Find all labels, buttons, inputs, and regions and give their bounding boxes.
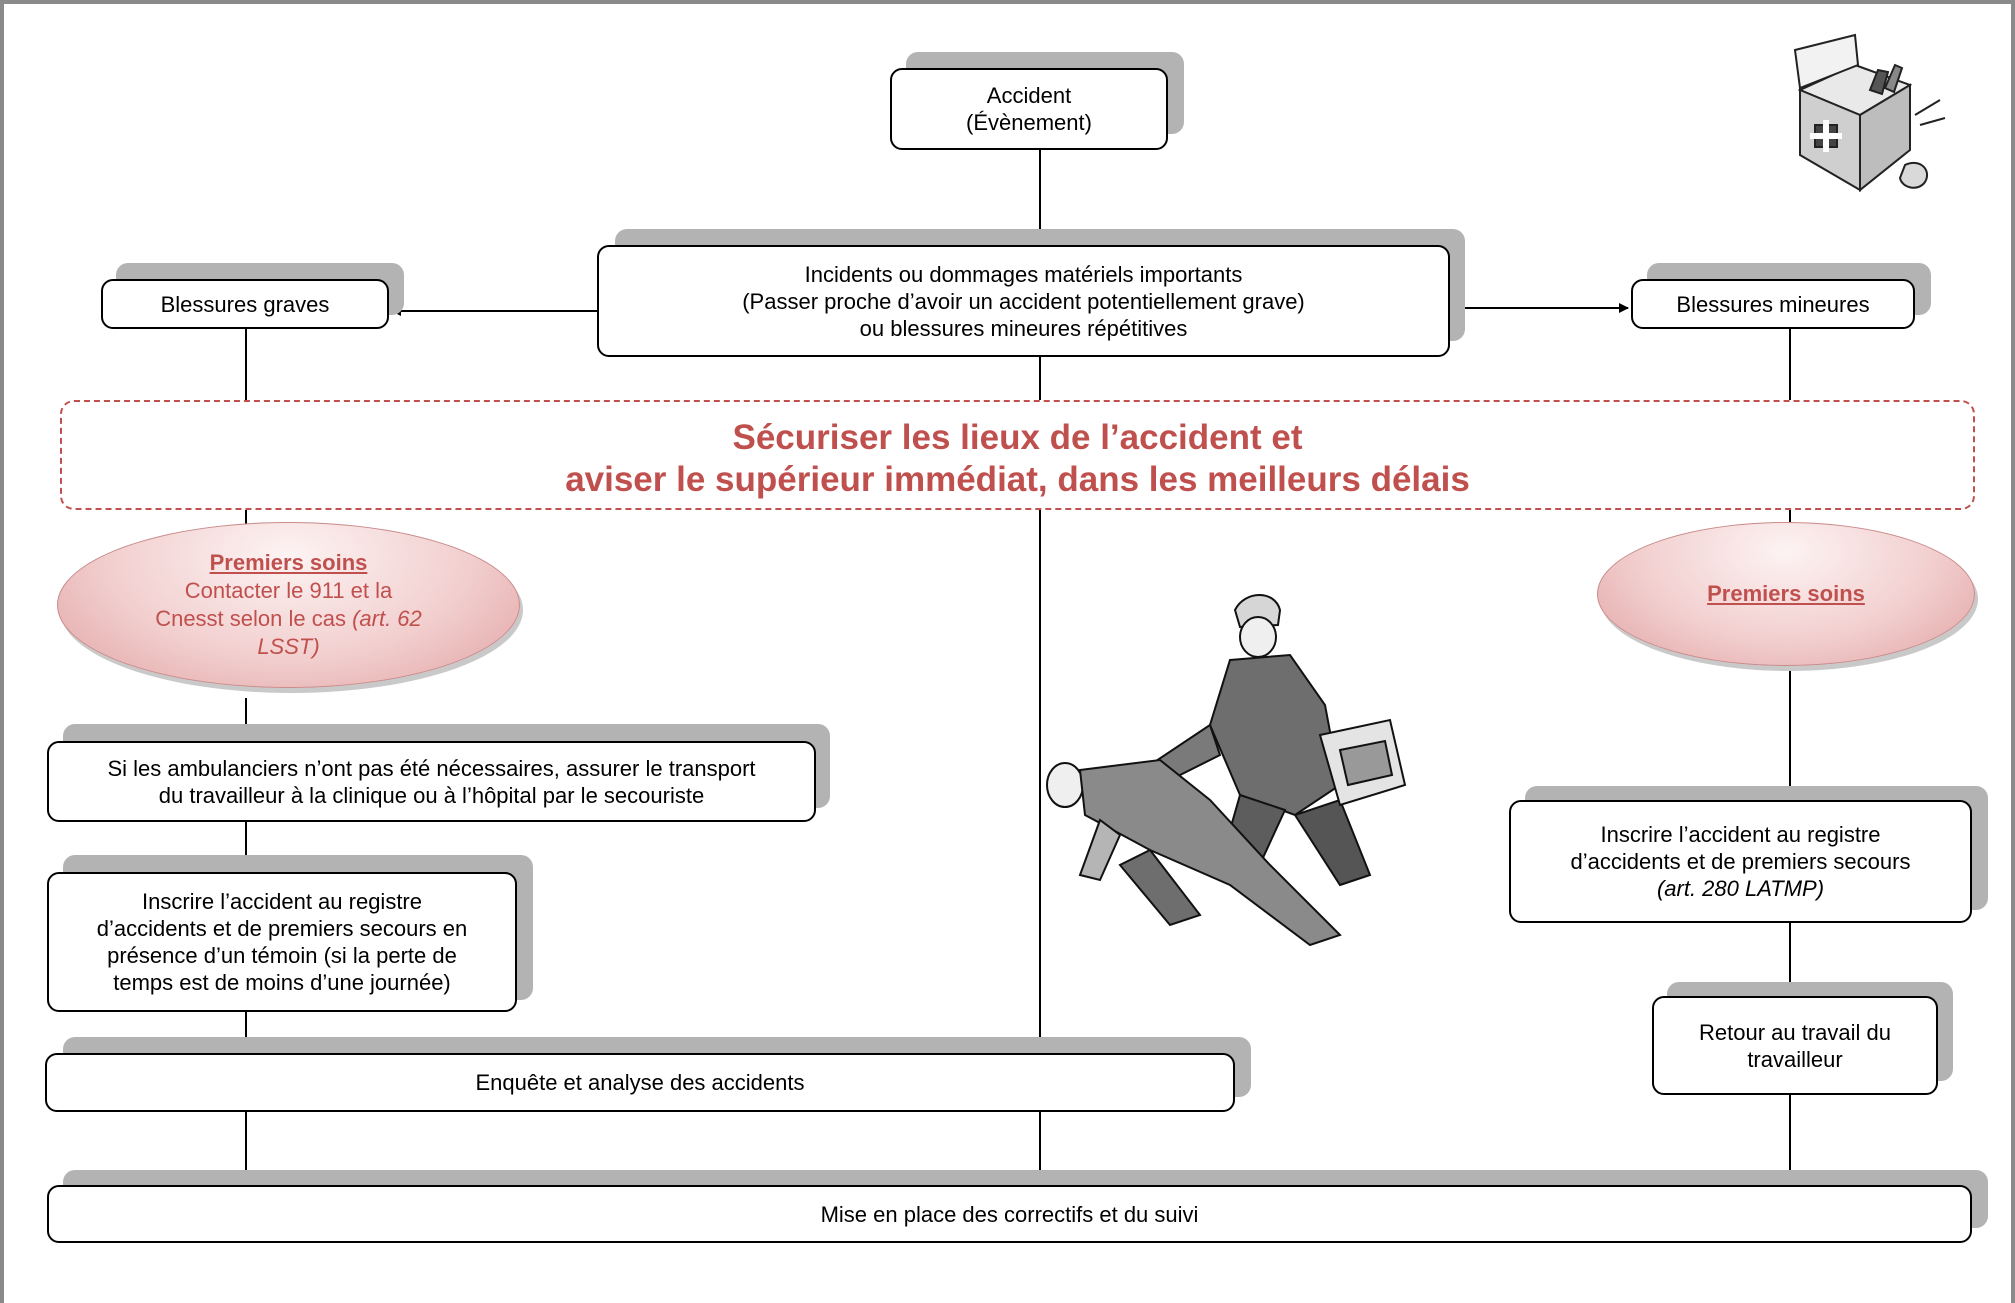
- ellipse-left-line-2: Cnesst selon le cas (art. 62: [155, 605, 422, 633]
- frame-left-border: [0, 0, 4, 1303]
- retour-line-1: Retour au travail du: [1699, 1019, 1891, 1045]
- accident-label: Accident: [986, 83, 1072, 108]
- premiers-soins-ellipse-left: Premiers soins Contacter le 911 et la Cn…: [57, 522, 520, 688]
- premiers-soins-title-right: Premiers soins: [1707, 581, 1865, 606]
- transport-box: Si les ambulanciers n’ont pas été nécess…: [47, 741, 816, 822]
- registre-left-box: Inscrire l’accident au registre d’accide…: [47, 872, 517, 1012]
- banner-line-1: Sécuriser les lieux de l’accident et: [732, 418, 1303, 457]
- mise-en-place-label: Mise en place des correctifs et du suivi: [820, 1201, 1199, 1227]
- registre-left-line-2: d’accidents et de premiers secours en: [96, 916, 468, 941]
- first-aid-kit-icon: [1793, 33, 1946, 193]
- retour-line-2: travailleur: [1747, 1046, 1843, 1072]
- incidents-line-2: (Passer proche d’avoir un accident poten…: [742, 288, 1305, 314]
- transport-line-1: Si les ambulanciers n’ont pas été nécess…: [107, 755, 756, 781]
- ellipse-left-line-3: LSST): [257, 634, 320, 659]
- first-aid-rescue-illustration: [1046, 594, 1407, 947]
- blessures-graves-box: Blessures graves: [101, 279, 389, 329]
- registre-left-line-1: Inscrire l’accident au registre: [141, 889, 422, 914]
- mise-en-place-box: Mise en place des correctifs et du suivi: [47, 1185, 1972, 1243]
- blessures-mineures-label: Blessures mineures: [1676, 291, 1870, 317]
- incidents-line-3: ou blessures mineures répétitives: [859, 315, 1188, 341]
- frame-top-border-right: [1010, 0, 2015, 4]
- registre-left-line-4: temps est de moins d’une journée): [113, 970, 451, 995]
- blessures-mineures-box: Blessures mineures: [1631, 279, 1915, 329]
- accident-box: Accident (Évènement): [890, 68, 1168, 150]
- frame-right-border: [2011, 0, 2015, 1303]
- ellipse-left-line-2-text: Cnesst selon le cas: [155, 606, 353, 631]
- blessures-graves-label: Blessures graves: [160, 291, 330, 317]
- incidents-box: Incidents ou dommages matériels importan…: [597, 245, 1450, 357]
- enquete-label: Enquête et analyse des accidents: [475, 1070, 805, 1095]
- registre-right-line-3: (art. 280 LATMP): [1656, 876, 1825, 901]
- premiers-soins-title-left: Premiers soins: [209, 550, 368, 575]
- frame-top-border: [0, 0, 1010, 4]
- ellipse-left-line-2-ref: (art. 62: [352, 606, 422, 631]
- registre-right-line-1: Inscrire l’accident au registre: [1600, 822, 1881, 847]
- registre-right-line-2: d’accidents et de premiers secours: [1570, 849, 1911, 874]
- registre-left-line-3: présence d’un témoin (si la perte de: [107, 943, 457, 968]
- premiers-soins-ellipse-right: Premiers soins: [1597, 522, 1975, 666]
- transport-line-2: du travailleur à la clinique ou à l’hôpi…: [158, 782, 705, 808]
- banner-line-2: aviser le supérieur immédiat, dans les m…: [565, 460, 1470, 499]
- enquete-box: Enquête et analyse des accidents: [45, 1053, 1235, 1112]
- securiser-banner: Sécuriser les lieux de l’accident et avi…: [60, 400, 1975, 510]
- ellipse-left-line-1: Contacter le 911 et la: [184, 578, 393, 603]
- incidents-line-1: Incidents ou dommages matériels importan…: [804, 261, 1243, 287]
- retour-box: Retour au travail du travailleur: [1652, 996, 1938, 1095]
- registre-right-box: Inscrire l’accident au registre d’accide…: [1509, 800, 1972, 923]
- accident-sublabel: (Évènement): [966, 110, 1092, 135]
